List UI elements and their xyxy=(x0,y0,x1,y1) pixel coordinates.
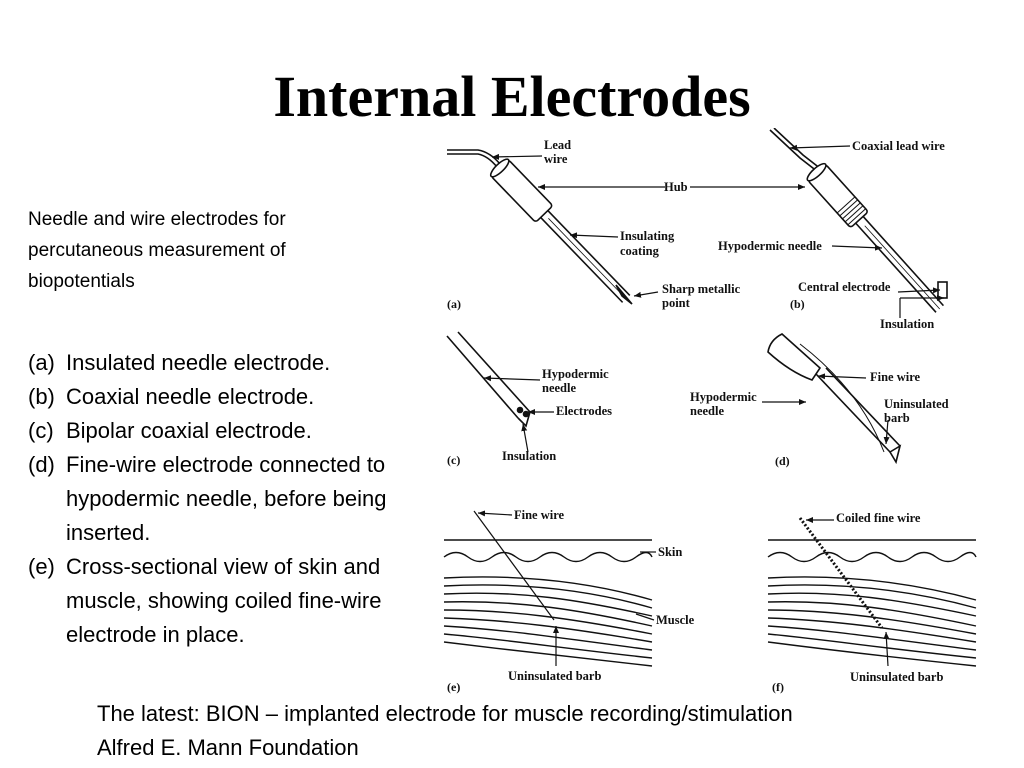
panel-a-tag: (a) xyxy=(447,297,461,311)
panel-f-tag: (f) xyxy=(772,680,784,694)
panel-e-drawing xyxy=(443,510,653,667)
coaxial-lead-wire-label: Coaxial lead wire xyxy=(852,139,945,153)
panel-d-drawing xyxy=(767,333,902,465)
uninsulated-barb-label: barb xyxy=(884,411,910,425)
uninsulated-barb-label: Uninsulated barb xyxy=(508,669,601,683)
electrode-figure: (a) Lead wire Hub Insulating coating Sha… xyxy=(443,128,977,694)
hypodermic-needle-label: Hypodermic xyxy=(542,367,609,381)
item-text: Cross-sectional view of skin and muscle,… xyxy=(66,554,382,647)
item-label: (a) xyxy=(28,350,55,375)
panel-b-tag: (b) xyxy=(790,297,805,311)
fine-wire-label: Fine wire xyxy=(870,370,921,384)
central-electrode-label: Central electrode xyxy=(798,280,891,294)
panel-d-tag: (d) xyxy=(775,454,790,468)
insulation-label: Insulation xyxy=(502,449,556,463)
list-item: (d) Fine-wire electrode connected to hyp… xyxy=(28,448,428,550)
list-item: (a) Insulated needle electrode. xyxy=(28,346,428,380)
hypodermic-needle-label: Hypodermic needle xyxy=(718,239,822,253)
hypodermic-needle-label: needle xyxy=(542,381,576,395)
description-line: percutaneous measurement of xyxy=(28,240,286,261)
insulating-coating-label: coating xyxy=(620,244,660,258)
muscle-label: Muscle xyxy=(656,613,695,627)
panel-c-tag: (c) xyxy=(447,453,460,467)
item-text: Coaxial needle electrode. xyxy=(66,384,315,409)
panel-f-drawing xyxy=(767,517,977,667)
list-item: (c) Bipolar coaxial electrode. xyxy=(28,414,428,448)
description-line: biopotentials xyxy=(28,271,135,292)
item-text: Fine-wire electrode connected to hypoder… xyxy=(66,452,387,545)
item-label: (c) xyxy=(28,418,54,443)
uninsulated-barb-label: Uninsulated barb xyxy=(850,670,943,684)
panel-f-arrows xyxy=(806,517,890,667)
lead-wire-label: Lead xyxy=(544,138,571,152)
panel-b-arrows xyxy=(789,144,944,318)
electrode-type-list: (a) Insulated needle electrode. (b) Coax… xyxy=(28,346,428,652)
list-item: (b) Coaxial needle electrode. xyxy=(28,380,428,414)
lead-wire-label: wire xyxy=(544,152,568,166)
slide-title: Internal Electrodes xyxy=(273,64,751,129)
hypodermic-needle-label: Hypodermic xyxy=(690,390,757,404)
item-text: Bipolar coaxial electrode. xyxy=(66,418,312,443)
insulating-coating-label: Insulating xyxy=(620,229,675,243)
item-text: Insulated needle electrode. xyxy=(66,350,331,375)
skin-label: Skin xyxy=(658,545,682,559)
uninsulated-barb-label: Uninsulated xyxy=(884,397,949,411)
item-label: (b) xyxy=(28,384,55,409)
footer-line: The latest: BION – implanted electrode f… xyxy=(97,701,793,726)
panel-a-drawing xyxy=(447,149,633,305)
hub-label: Hub xyxy=(664,180,688,194)
description: Needle and wire electrodes for percutane… xyxy=(28,204,388,297)
panel-e-arrows xyxy=(477,510,656,666)
panel-a-arrows xyxy=(491,153,805,298)
sharp-point-label: point xyxy=(662,296,691,310)
footer-line: Alfred E. Mann Foundation xyxy=(97,735,359,760)
panel-d-arrows xyxy=(762,373,890,445)
fine-wire-label: Fine wire xyxy=(514,508,565,522)
panel-c-arrows xyxy=(483,375,554,453)
coiled-fine-wire-label: Coiled fine wire xyxy=(836,511,921,525)
sharp-point-label: Sharp metallic xyxy=(662,282,741,296)
footer: The latest: BION – implanted electrode f… xyxy=(97,697,793,765)
list-item: (e) Cross-sectional view of skin and mus… xyxy=(28,550,428,652)
insulation-label: Insulation xyxy=(880,317,934,331)
description-line: Needle and wire electrodes for xyxy=(28,209,286,230)
panel-e-tag: (e) xyxy=(447,680,460,694)
item-label: (e) xyxy=(28,554,55,579)
electrodes-label: Electrodes xyxy=(556,404,612,418)
hypodermic-needle-label: needle xyxy=(690,404,724,418)
item-label: (d) xyxy=(28,452,55,477)
